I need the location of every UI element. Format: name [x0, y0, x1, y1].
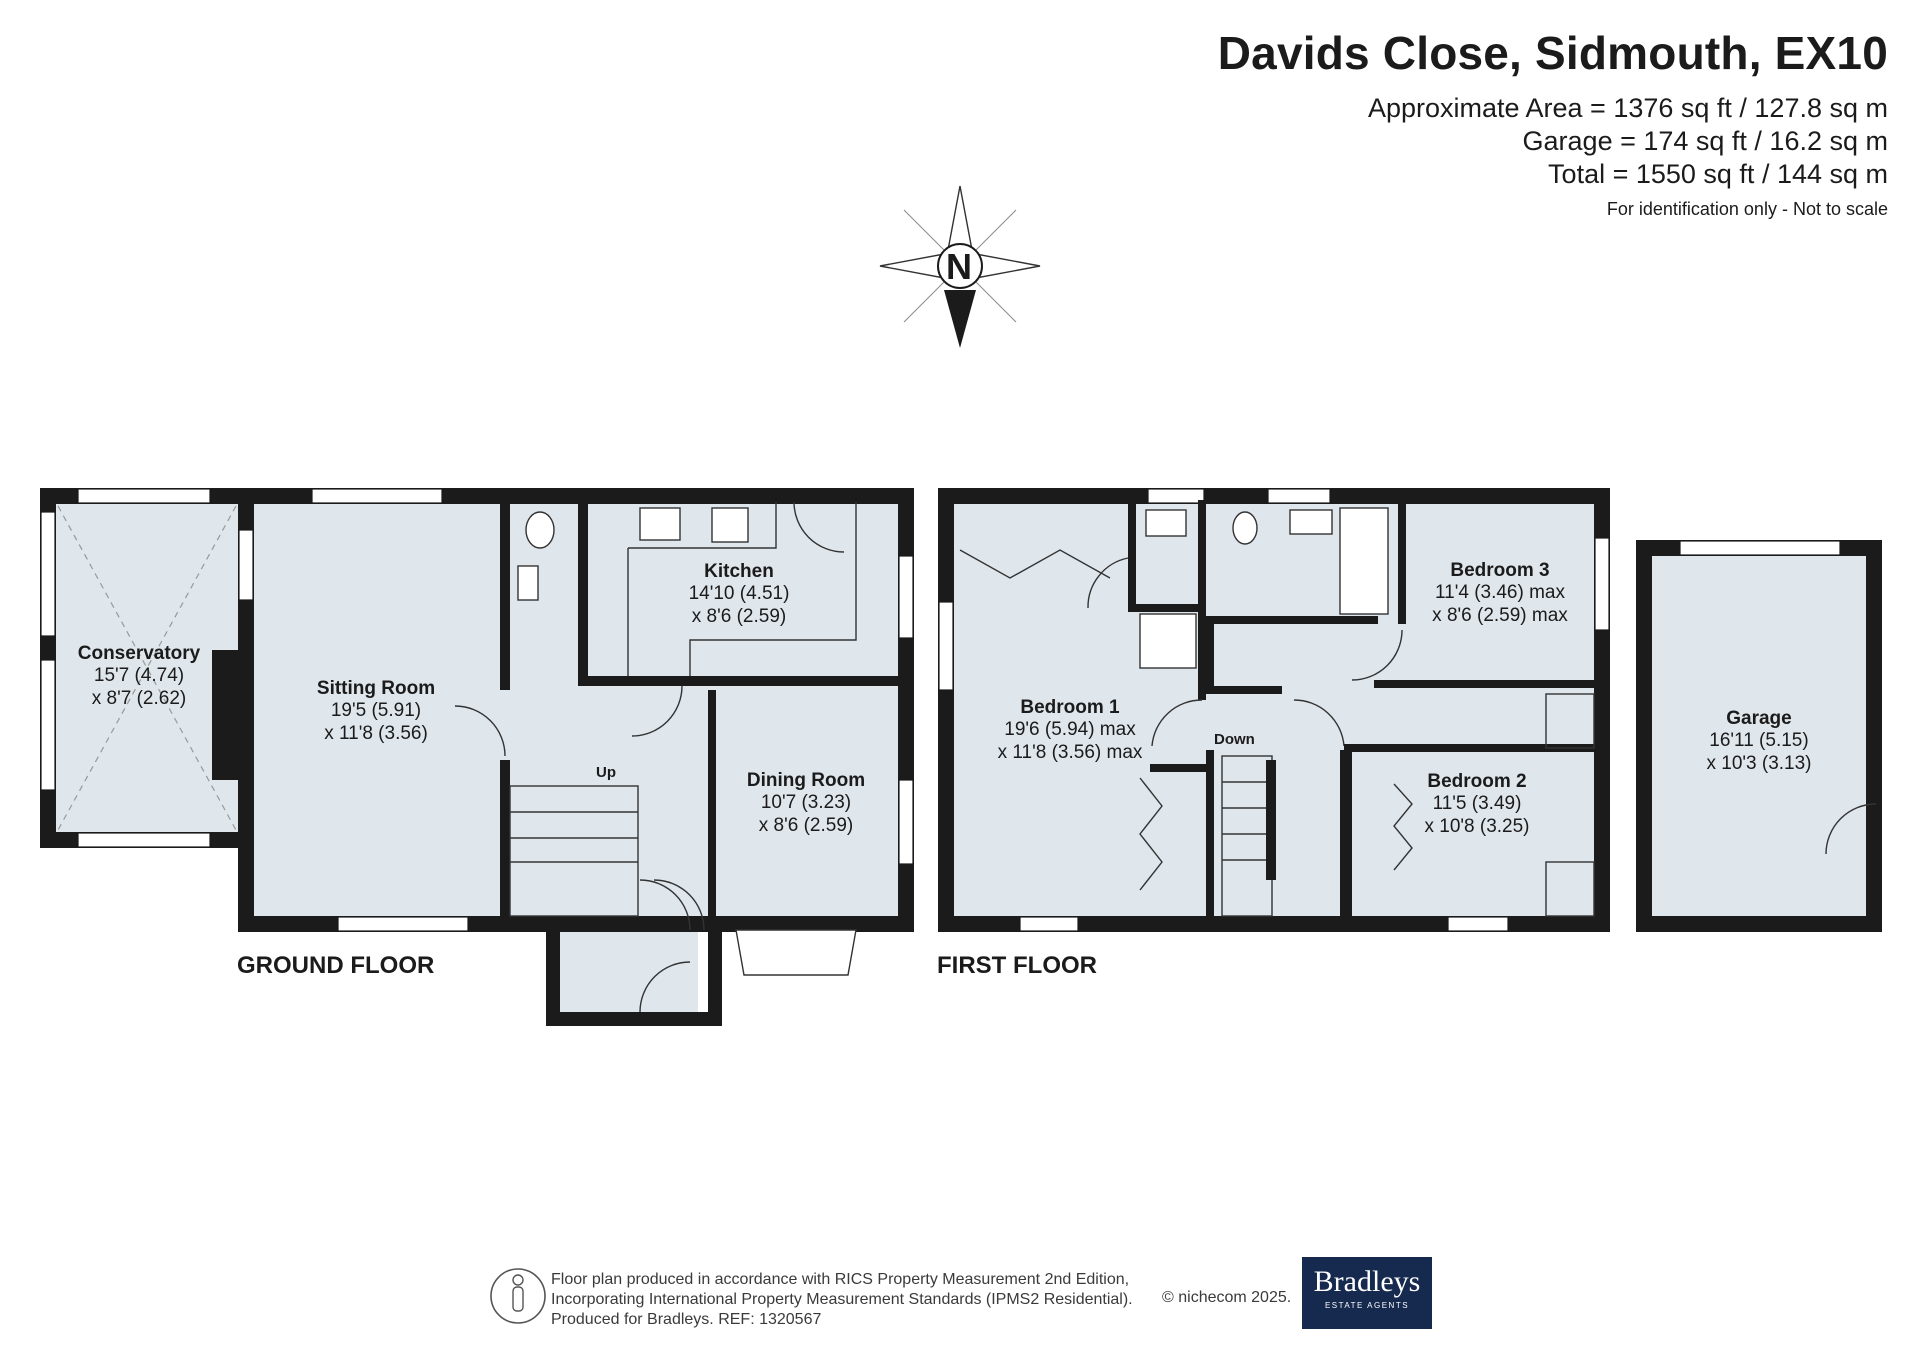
footer-line: Floor plan produced in accordance with R… [551, 1271, 1130, 1288]
stairs-down-label: Down [1214, 731, 1255, 748]
room-name: Bedroom 1 [1020, 697, 1120, 718]
room-dimension: x 8'6 (2.59) [691, 605, 787, 627]
room-label-bedroom-2: Bedroom 2 11'5 (3.49) x 10'8 (3.25) [1424, 771, 1529, 838]
room-dimension: x 11'8 (3.56) [324, 722, 428, 744]
brand-name: Bradleys [1313, 1265, 1421, 1298]
ground-floor-plan [40, 488, 914, 1026]
room-label-conservatory: Conservatory 15'7 (4.74) x 8'7 (2.62) [78, 643, 201, 710]
ground-floor-label: GROUND FLOOR [237, 952, 435, 979]
room-label-kitchen: Kitchen 14'10 (4.51) x 8'6 (2.59) [689, 561, 790, 628]
room-dimension: 11'5 (3.49) [1432, 793, 1522, 815]
bradleys-logo: Bradleys ESTATE AGENTS [1302, 1257, 1432, 1329]
room-dimension: 19'5 (5.91) [330, 700, 422, 722]
room-label-garage: Garage 16'11 (5.15) x 10'3 (3.13) [1706, 708, 1811, 775]
room-dimension: x 11'8 (3.56) max [997, 741, 1143, 763]
total-area: Total = 1550 sq ft / 144 sq m [1548, 159, 1888, 189]
property-address: Davids Close, Sidmouth, EX10 [1217, 27, 1888, 79]
room-dimension: x 8'7 (2.62) [91, 687, 187, 709]
approximate-area: Approximate Area = 1376 sq ft / 127.8 sq… [1367, 93, 1888, 123]
room-dimension: 11'4 (3.46) max [1434, 582, 1566, 604]
footer-line: Incorporating International Property Mea… [551, 1291, 1133, 1308]
room-name: Dining Room [746, 770, 866, 791]
room-dimension: x 8'6 (2.59) max [1432, 604, 1568, 626]
room-name: Sitting Room [316, 678, 436, 699]
room-name: Garage [1726, 708, 1792, 729]
brand-subtitle: ESTATE AGENTS [1324, 1301, 1410, 1310]
copyright: © nichecom 2025. [1162, 1289, 1292, 1306]
room-name: Conservatory [77, 643, 201, 664]
room-dimension: 19'6 (5.94) max [1004, 719, 1136, 741]
footer-line: Produced for Bradleys. REF: 1320567 [551, 1311, 822, 1328]
room-dimension: x 10'8 (3.25) [1424, 815, 1530, 837]
room-dimension: x 10'3 (3.13) [1706, 752, 1812, 774]
garage-area: Garage = 174 sq ft / 16.2 sq m [1522, 126, 1888, 156]
room-dimension: 14'10 (4.51) [688, 583, 790, 605]
room-dimension: 16'11 (5.15) [1709, 730, 1809, 752]
first-floor-label: FIRST FLOOR [937, 952, 1097, 979]
compass-icon [879, 185, 1041, 348]
room-dimension: x 8'6 (2.59) [758, 814, 854, 836]
room-label-dining-room: Dining Room 10'7 (3.23) x 8'6 (2.59) [747, 770, 865, 837]
room-label-sitting-room: Sitting Room 19'5 (5.91) x 11'8 (3.56) [317, 678, 435, 745]
room-dimension: 15'7 (4.74) [93, 665, 185, 687]
disclaimer: For identification only - Not to scale [1606, 199, 1888, 219]
room-name: Bedroom 3 [1450, 560, 1550, 581]
room-name: Kitchen [704, 561, 774, 582]
compass-north-letter: N [946, 246, 972, 287]
footer-note: Floor plan produced in accordance with R… [551, 1270, 1133, 1330]
room-label-bedroom-1: Bedroom 1 19'6 (5.94) max x 11'8 (3.56) … [998, 697, 1143, 764]
first-floor-plan [938, 488, 1610, 932]
room-dimension: 10'7 (3.23) [760, 792, 852, 814]
garage-plan [1636, 540, 1882, 932]
stairs-up-label: Up [596, 764, 616, 781]
room-label-bedroom-3: Bedroom 3 11'4 (3.46) max x 8'6 (2.59) m… [1432, 560, 1568, 627]
room-name: Bedroom 2 [1427, 771, 1527, 792]
person-scale-icon [490, 1268, 546, 1324]
